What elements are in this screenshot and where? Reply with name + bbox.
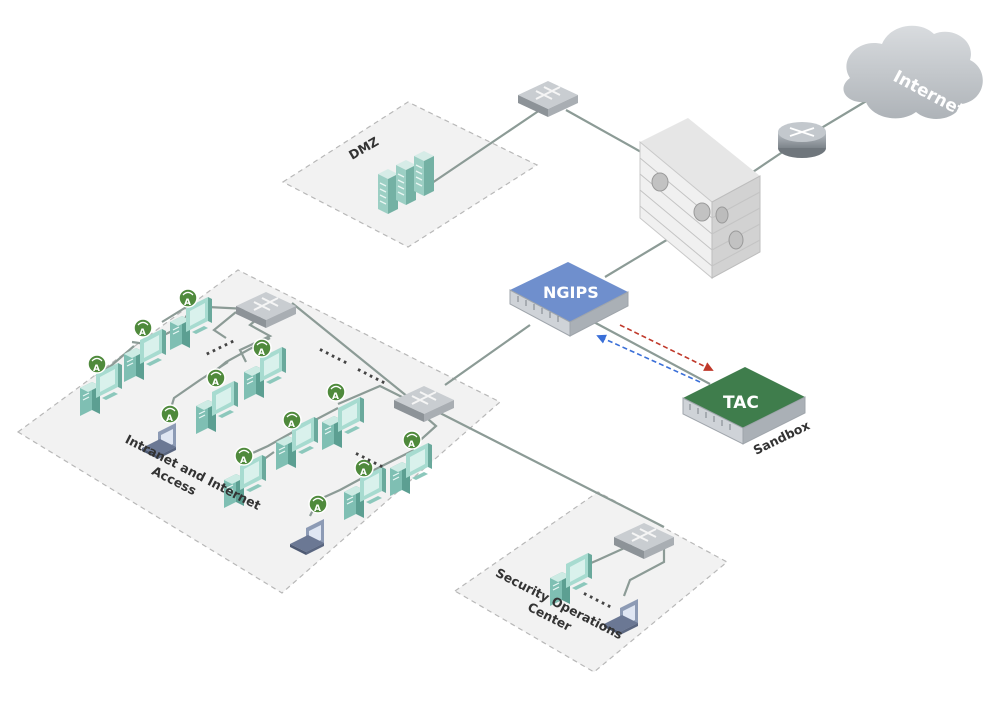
tac-label: TAC bbox=[723, 393, 759, 413]
agent-badge-icon: A bbox=[87, 354, 107, 374]
svg-text:A: A bbox=[332, 392, 339, 402]
svg-text:A: A bbox=[360, 468, 367, 478]
svg-text:A: A bbox=[314, 504, 321, 514]
agent-badge-icon: A bbox=[308, 494, 328, 514]
agent-badge-icon: A bbox=[178, 288, 198, 308]
agent-badge-icon: A bbox=[354, 458, 374, 478]
svg-text:A: A bbox=[212, 378, 219, 388]
svg-text:A: A bbox=[93, 364, 100, 374]
svg-text:A: A bbox=[408, 440, 415, 450]
ngips-label: NGIPS bbox=[543, 283, 599, 302]
svg-text:A: A bbox=[288, 420, 295, 430]
agent-badge-icon: A bbox=[252, 338, 272, 358]
inbound-flow-arrow bbox=[596, 334, 701, 383]
internet-cloud: Internet bbox=[843, 25, 983, 121]
agent-badge-icon: A bbox=[133, 318, 153, 338]
agent-badge-icon: A bbox=[160, 404, 180, 424]
agent-badge-icon: A bbox=[402, 430, 422, 450]
svg-text:A: A bbox=[166, 414, 173, 424]
agent-badge-icon: A bbox=[206, 368, 226, 388]
firewall-icon bbox=[639, 118, 761, 280]
outbound-flow-arrow bbox=[619, 324, 714, 371]
router-icon bbox=[778, 122, 826, 158]
agent-badge-icon: A bbox=[326, 382, 346, 402]
ngips-appliance: NGIPS bbox=[509, 262, 629, 337]
tac-appliance: TAC Sandbox bbox=[682, 367, 812, 458]
agent-badge-icon: A bbox=[234, 446, 254, 466]
agent-badge-icon: A bbox=[282, 410, 302, 430]
svg-text:A: A bbox=[139, 328, 146, 338]
svg-text:A: A bbox=[258, 348, 265, 358]
svg-text:A: A bbox=[240, 456, 247, 466]
svg-text:A: A bbox=[184, 298, 191, 308]
